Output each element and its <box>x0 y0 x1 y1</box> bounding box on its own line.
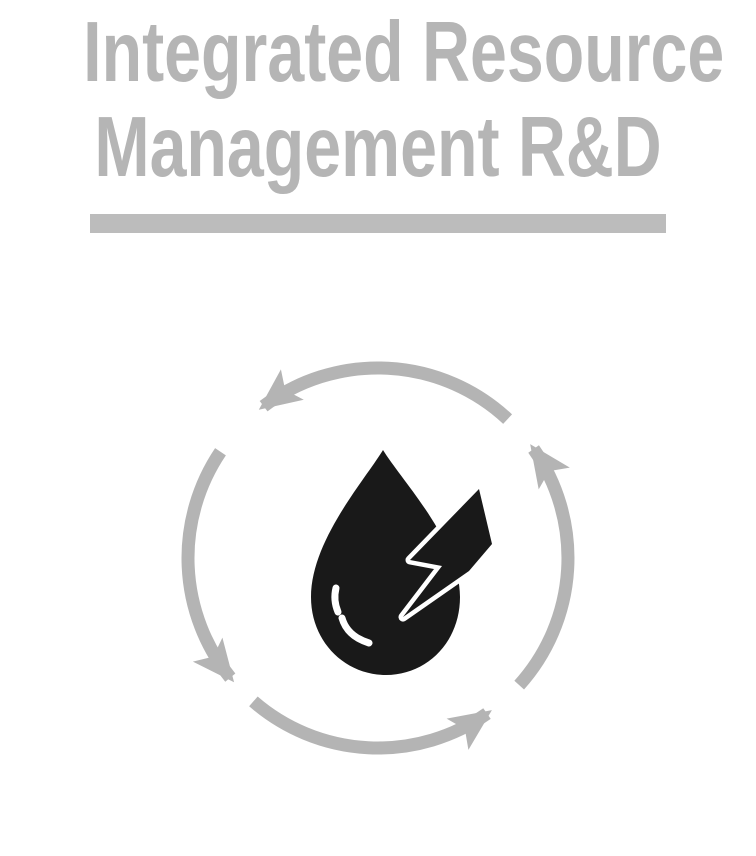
cycle-arc-bottom <box>249 696 491 755</box>
cycle-arc-left <box>181 448 236 682</box>
cycle-arrows-icon <box>181 361 575 755</box>
drop-highlight-curve <box>338 614 373 647</box>
page-title-line2: Management R&D <box>94 100 662 195</box>
water-energy-icon <box>168 345 588 775</box>
cycle-arrowhead-top-right <box>530 444 570 490</box>
cycle-arrowhead-top-left <box>258 369 304 410</box>
page-title: Integrated Resource Management R&D <box>0 5 756 195</box>
water-drop-shape <box>311 450 460 675</box>
cycle-arrowhead-bottom-right <box>446 710 492 750</box>
cycle-arc-right <box>514 445 575 690</box>
water-energy-icon-svg <box>181 361 575 755</box>
lightning-bolt-icon <box>398 484 497 622</box>
drop-highlight-dash <box>331 584 342 616</box>
water-drop-icon <box>311 450 460 675</box>
page-title-line1: Integrated Resource <box>83 5 725 100</box>
title-divider <box>90 214 666 233</box>
cycle-arrowhead-bottom-left <box>192 637 235 683</box>
cycle-arc-top <box>259 361 513 424</box>
page: Integrated Resource Management R&D <box>0 5 756 856</box>
